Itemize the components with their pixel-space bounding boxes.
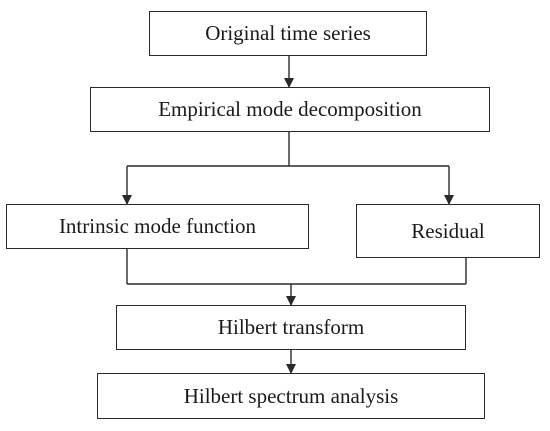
node-intrinsic-mode-function: Intrinsic mode function xyxy=(6,204,309,249)
node-hilbert-spectrum-analysis: Hilbert spectrum analysis xyxy=(97,373,485,419)
node-label: Empirical mode decomposition xyxy=(158,97,422,121)
node-label: Hilbert spectrum analysis xyxy=(183,383,399,408)
node-empirical-mode-decomposition: Empirical mode decomposition xyxy=(90,87,490,132)
node-label: Residual xyxy=(411,218,485,243)
node-label: Original time series xyxy=(205,21,371,45)
node-residual: Residual xyxy=(356,204,540,258)
node-label: Intrinsic mode function xyxy=(58,214,257,238)
edge-merge-to-hilbert xyxy=(126,249,467,306)
node-label: Hilbert transform xyxy=(217,315,365,339)
node-hilbert-transform: Hilbert transform xyxy=(116,305,466,350)
edge-emd-split xyxy=(122,132,454,205)
node-original-time-series: Original time series xyxy=(149,11,427,56)
